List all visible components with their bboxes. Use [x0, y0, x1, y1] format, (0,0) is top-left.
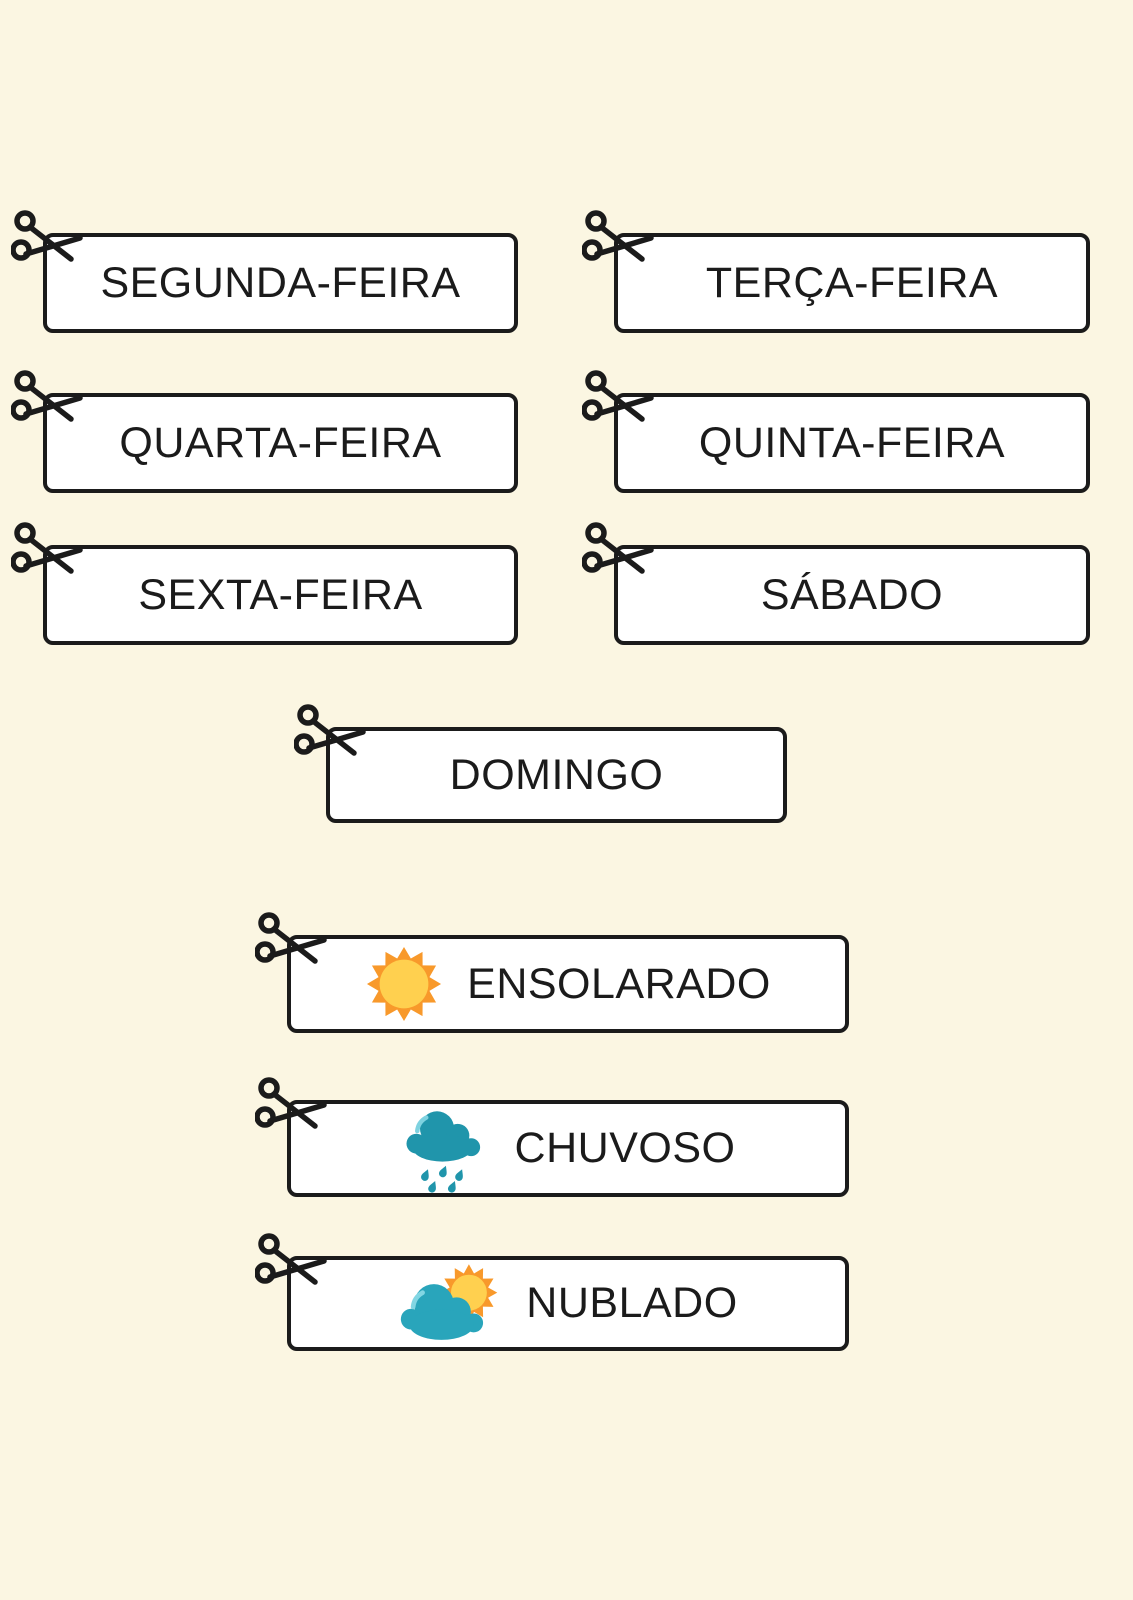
- day-card-label: TERÇA-FEIRA: [705, 258, 999, 307]
- weather-card-label: ENSOLARADO: [467, 959, 771, 1008]
- scissors-icon: [11, 210, 83, 262]
- weather-card-label: CHUVOSO: [514, 1124, 736, 1172]
- scissors-icon: [11, 370, 83, 422]
- day-card-label: SEGUNDA-FEIRA: [100, 258, 461, 307]
- scissors-icon: [582, 210, 654, 262]
- day-card-label: QUARTA-FEIRA: [119, 418, 442, 467]
- scissors-icon: [255, 1077, 327, 1129]
- day-card-label: SÁBADO: [760, 570, 944, 619]
- weather-card-ensolarado: ENSOLARADO: [255, 912, 849, 1033]
- day-card-terca-feira: TERÇA-FEIRA: [582, 210, 1090, 333]
- day-card-sexta-feira: SEXTA-FEIRA: [11, 522, 518, 645]
- day-card-sabado: SÁBADO: [582, 522, 1090, 645]
- day-card-quarta-feira: QUARTA-FEIRA: [11, 370, 518, 493]
- sun-behind-cloud-icon: [401, 1263, 498, 1340]
- weather-card-chuvoso: CHUVOSO: [255, 1077, 849, 1197]
- rain-cloud-icon: [406, 1110, 480, 1193]
- scissors-icon: [255, 912, 327, 964]
- day-card-quinta-feira: QUINTA-FEIRA: [582, 370, 1090, 493]
- sun-icon: [367, 946, 442, 1022]
- weather-card-label: NUBLADO: [526, 1279, 738, 1327]
- scissors-icon: [255, 1233, 327, 1285]
- weather-card-nublado: NUBLADO: [255, 1233, 849, 1351]
- day-card-label: QUINTA-FEIRA: [698, 418, 1006, 467]
- scissors-icon: [294, 704, 366, 756]
- day-card-label: DOMINGO: [449, 750, 664, 799]
- scissors-icon: [582, 522, 654, 574]
- day-card-label: SEXTA-FEIRA: [138, 570, 423, 619]
- day-card-segunda-feira: SEGUNDA-FEIRA: [11, 210, 518, 333]
- scissors-icon: [582, 370, 654, 422]
- day-card-domingo: DOMINGO: [294, 704, 787, 823]
- scissors-icon: [11, 522, 83, 574]
